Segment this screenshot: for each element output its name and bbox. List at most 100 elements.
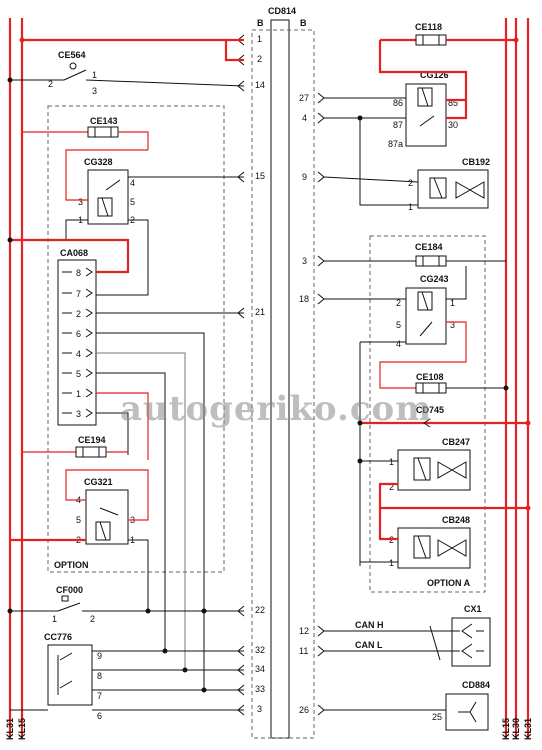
option-label: OPTION [54,560,89,570]
valve-icon-2 [437,461,454,479]
svg-text:CG328: CG328 [84,157,113,167]
cd884-sensor: CD884 25 [324,680,490,731]
ce184-fuse: CE184 [324,242,506,267]
svg-text:2: 2 [76,309,81,319]
svg-text:3: 3 [78,197,83,207]
pin-right-26: 26 [299,705,309,715]
connector-side-right: B [300,18,307,28]
kl15-feed [19,37,244,62]
pin-left-22: 22 [255,605,265,615]
svg-text:2: 2 [396,298,401,308]
ground-arrow-icon [423,418,431,428]
valve-icon-3 [437,539,454,557]
pin-left-32: 32 [255,645,265,655]
svg-text:1: 1 [76,389,81,399]
cx1-can-bus: CX1 CAN H CAN L [324,604,491,667]
cd745-ground: CD745 [357,342,531,566]
pin-right-11: 11 [299,646,308,656]
ce108-fuse: CE108 [415,372,509,394]
svg-text:CE194: CE194 [78,435,106,445]
cg328-relay: CG328 4 3 5 1 2 [10,149,244,296]
ce564-label: CE564 [58,50,86,60]
cb247-actuator: CB247 1 2 [357,437,531,511]
svg-text:86: 86 [393,98,403,108]
ce143-fuse: CE143 [22,116,149,150]
svg-text:1: 1 [52,614,57,624]
svg-text:CE108: CE108 [416,372,444,382]
svg-text:2: 2 [48,79,53,89]
svg-text:6: 6 [76,329,81,339]
svg-text:CF000: CF000 [56,585,83,595]
pin-left-3: 3 [257,704,262,714]
svg-text:3: 3 [92,86,97,96]
svg-text:1: 1 [92,70,97,80]
cg126-relay: CG126 86 85 87 30 87a [324,70,468,149]
svg-text:2: 2 [90,614,95,624]
svg-text:CG321: CG321 [84,477,113,487]
svg-text:5: 5 [130,197,135,207]
svg-text:CE184: CE184 [415,242,443,252]
svg-text:4: 4 [130,178,135,188]
pin-right-12: 12 [299,626,309,636]
cf000-icon [61,595,69,602]
rail-label-kl30-right: KL30 [511,718,521,740]
cb192-actuator: CB192 2 1 [323,118,490,212]
svg-text:5: 5 [76,369,81,379]
pin-left-15: 15 [255,171,265,181]
svg-text:CB192: CB192 [462,157,490,167]
svg-text:CX1: CX1 [464,604,482,614]
pin-right-27: 27 [299,93,309,103]
left-pin-numbers: 1 2 14 15 21 22 32 34 33 3 [255,34,265,714]
svg-text:1: 1 [450,298,455,308]
svg-text:CG243: CG243 [420,274,449,284]
watermark: autogeriko.com [120,389,432,429]
rail-label-kl31-left: KL31 [5,718,15,740]
pin-right-4: 4 [302,113,307,123]
svg-text:1: 1 [389,457,394,467]
svg-text:85: 85 [448,98,458,108]
svg-text:25: 25 [432,712,442,722]
ca068-connector: CA068 8 7 2 6 4 5 1 3 [7,237,244,670]
svg-text:87a: 87a [388,139,403,149]
pin-left-1: 1 [257,34,262,44]
svg-text:CE118: CE118 [415,22,442,32]
connector-body [270,19,290,739]
pin-left-2: 2 [257,54,262,64]
svg-text:8: 8 [97,671,102,681]
connector-cd814: CD814 B B [251,6,315,739]
connector-side-left: B [257,18,264,28]
ce118-fuse: CE118 [378,22,519,74]
svg-text:5: 5 [76,515,81,525]
svg-text:CAN H: CAN H [355,620,384,630]
pin-right-3: 3 [302,256,307,266]
pin-right-9: 9 [302,172,307,182]
connector-name: CD814 [268,6,296,16]
svg-text:1: 1 [408,202,413,212]
pin-left-33: 33 [255,684,265,694]
svg-text:4: 4 [76,349,81,359]
valve-icon [455,181,472,199]
pin-left-21: 21 [255,307,265,317]
rail-label-kl31-right: KL31 [523,718,533,740]
ce564-switch: CE564 2 1 3 [7,50,245,96]
ce564-knob-icon [69,62,77,70]
rail-label-kl15-right: KL15 [501,718,511,740]
cg243-relay: CG243 2 1 5 3 4 [324,266,467,389]
option-box [47,105,225,573]
rail-label-kl15-left: KL15 [17,718,27,740]
connector-outline [251,29,315,739]
svg-text:5: 5 [396,320,401,330]
svg-text:9: 9 [97,651,102,661]
left-pin-arrows [237,34,245,716]
option-a-box [369,235,486,593]
svg-text:8: 8 [76,268,81,278]
svg-text:CAN L: CAN L [355,640,383,650]
svg-text:CE143: CE143 [90,116,118,126]
power-rails: KL31 KL15 KL15 KL30 KL31 [5,18,533,740]
svg-text:CC776: CC776 [44,632,72,642]
pin-right-18: 18 [299,294,309,304]
pin-left-34: 34 [255,664,265,674]
svg-text:3: 3 [450,320,455,330]
